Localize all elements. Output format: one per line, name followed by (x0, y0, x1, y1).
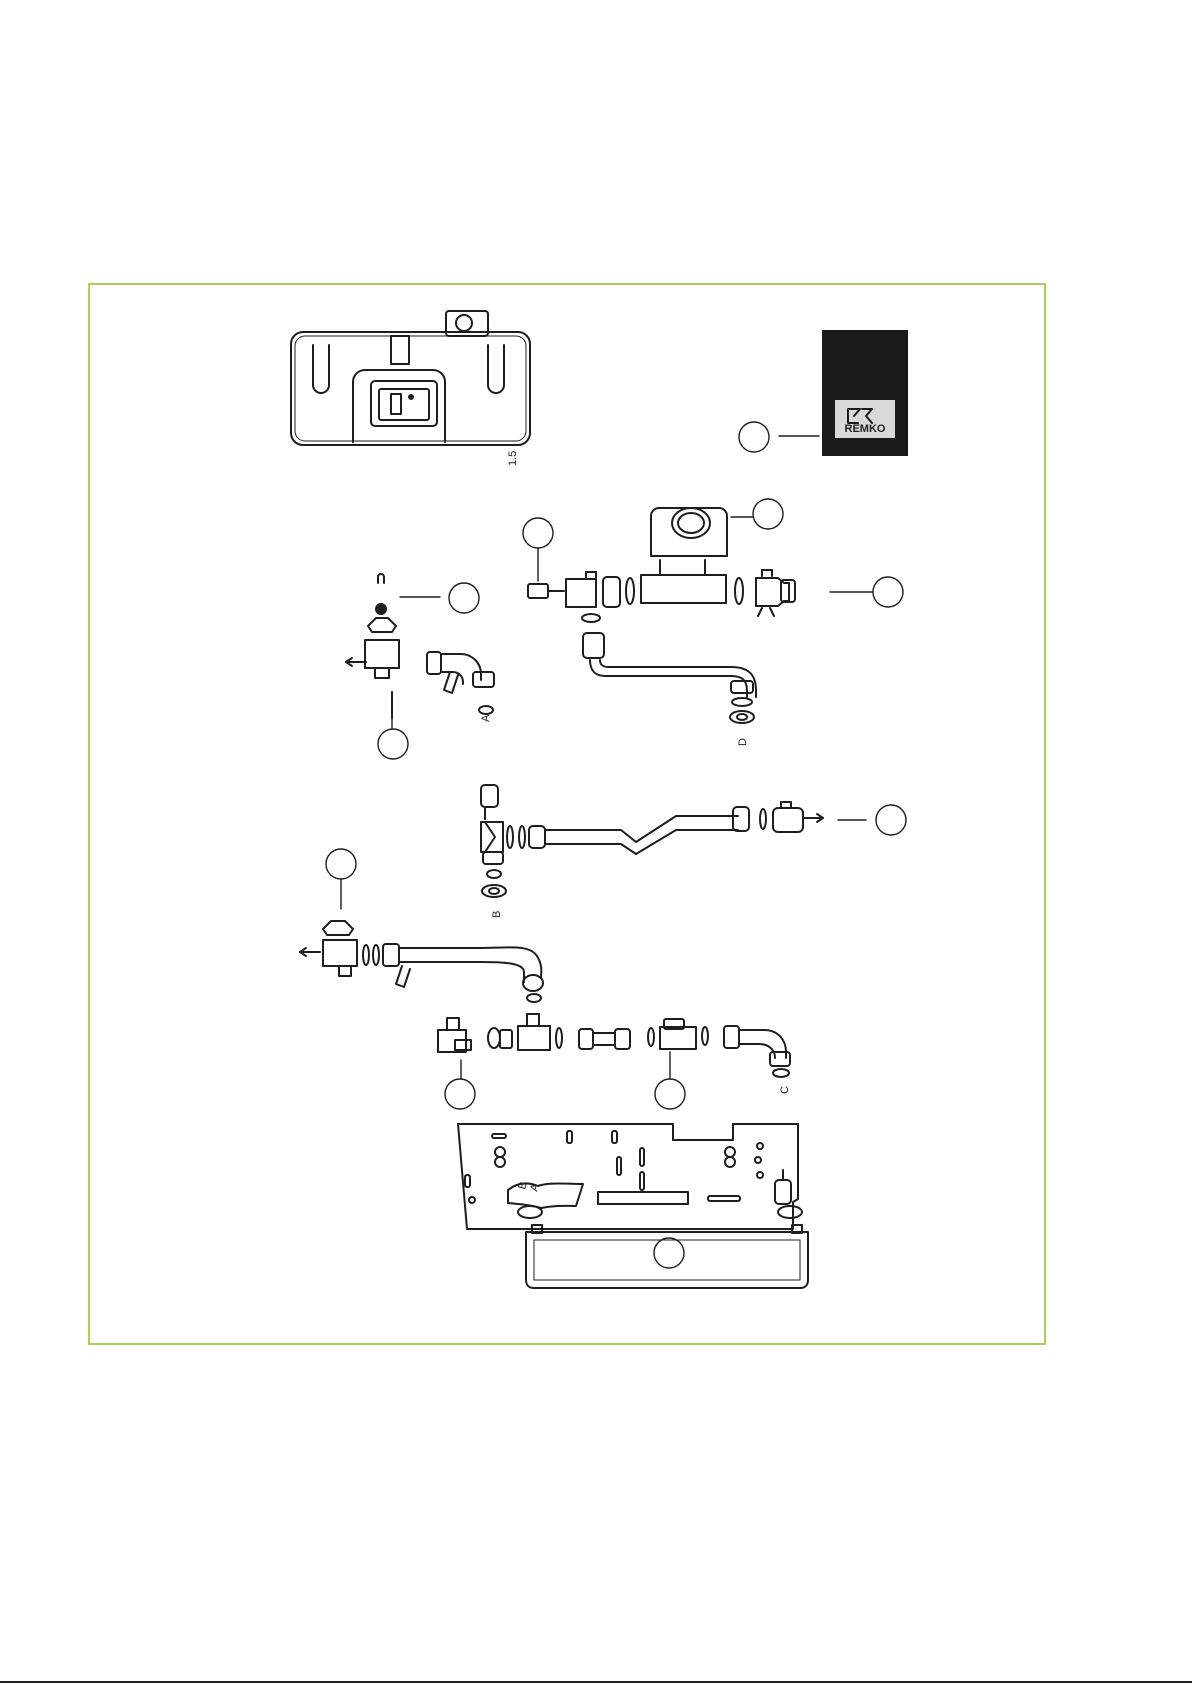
label-b: B (491, 911, 503, 918)
mounting-plate (458, 1124, 802, 1229)
callout-tee (445, 1060, 475, 1109)
footer-rule (0, 1681, 1192, 1683)
pipe-c (438, 1014, 790, 1077)
plate-label-a: A (528, 1182, 542, 1193)
remko-logo (822, 330, 908, 456)
callout-pump (731, 499, 783, 529)
callout-vent (400, 583, 479, 613)
pipe-d (582, 614, 756, 723)
part-code-label: 1.5 (507, 451, 519, 466)
remko-logo-text: REMKO (845, 423, 886, 435)
callout-pipe-b (838, 805, 906, 835)
ball-valve-a (346, 574, 494, 718)
callout-lower-valve (326, 849, 356, 909)
callout-flow-meter (655, 1052, 685, 1109)
pipe-b (481, 785, 823, 897)
expansion-tank (291, 311, 530, 445)
plate-heat-exchanger (526, 1225, 808, 1288)
callout-sensor (523, 518, 553, 581)
label-d: D (737, 738, 749, 746)
callout-remko (739, 422, 819, 452)
label-a: A (480, 714, 492, 722)
ball-valve-lower (300, 921, 543, 1002)
callout-exchanger (654, 1238, 684, 1268)
label-c: C (779, 1086, 791, 1094)
connection-labels: 1.5 A B C D B A REMKO (480, 423, 886, 1193)
callout-right-arrow (830, 577, 903, 607)
circulation-pump (528, 508, 795, 616)
